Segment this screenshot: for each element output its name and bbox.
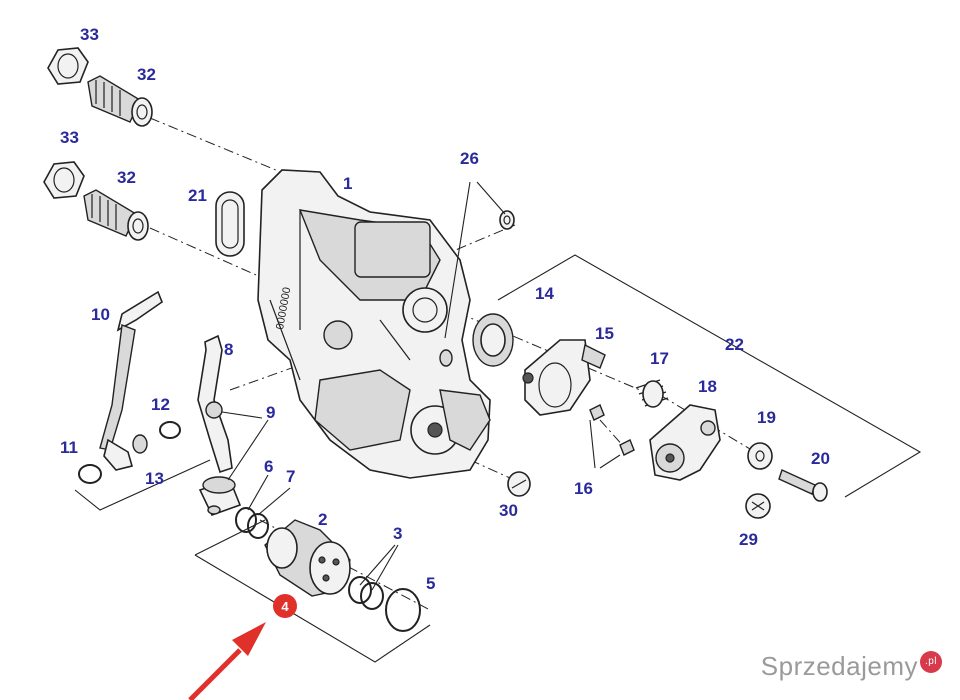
bushing-9 <box>198 476 242 516</box>
group-brackets <box>74 254 922 663</box>
flange-15 <box>522 339 606 416</box>
callout-9: 9 <box>266 403 275 422</box>
lever-housing-18 <box>649 404 721 481</box>
leader-lines <box>221 181 621 591</box>
callout-4: 4 <box>281 599 289 614</box>
callout-11: 11 <box>60 438 78 457</box>
highlight-badge-4 <box>273 594 297 618</box>
spring-17 <box>635 379 669 408</box>
fitting-32-bottom <box>83 189 149 241</box>
o-rings-11-12 <box>78 421 181 484</box>
callout-32-bottom: 32 <box>117 168 136 187</box>
o-ring-5 <box>385 588 421 632</box>
callout-33-bottom: 33 <box>60 128 79 147</box>
callout-6: 6 <box>264 457 273 476</box>
callout-12: 12 <box>151 395 170 414</box>
callout-32-top: 32 <box>137 65 156 84</box>
nut-33-top <box>47 47 89 85</box>
callout-22: 22 <box>725 335 744 354</box>
callout-10: 10 <box>91 305 110 324</box>
callout-21: 21 <box>188 186 207 205</box>
callout-17: 17 <box>650 349 669 368</box>
rings-6-7 <box>235 507 269 539</box>
watermark-badge: .pl <box>920 651 942 673</box>
callout-20: 20 <box>811 449 830 468</box>
callout-labels: 33 32 33 32 21 1 26 14 15 17 22 18 19 20… <box>60 25 830 593</box>
o-rings-3 <box>348 576 384 610</box>
callout-18: 18 <box>698 377 717 396</box>
watermark-brand: Sprzedajemy <box>760 651 918 681</box>
spool-cartridge-2 <box>264 519 351 597</box>
seal-26 <box>439 210 515 367</box>
callout-2: 2 <box>318 510 327 529</box>
callout-1: 1 <box>343 174 352 193</box>
callout-14: 14 <box>535 284 554 303</box>
center-lines <box>149 117 761 611</box>
nut-33-bottom <box>43 161 85 199</box>
gasket-21 <box>215 191 245 257</box>
callout-5: 5 <box>426 574 435 593</box>
screws-16 <box>589 404 635 456</box>
plate-29 <box>745 493 771 519</box>
callout-29: 29 <box>739 530 758 549</box>
seal-ring-14 <box>472 313 514 367</box>
callout-7: 7 <box>286 467 295 486</box>
washer-19 <box>747 442 773 470</box>
valve-housing-1 <box>257 169 491 479</box>
callout-19: 19 <box>757 408 776 427</box>
callout-15: 15 <box>595 324 614 343</box>
fitting-32-top <box>87 75 153 127</box>
callout-26: 26 <box>460 149 479 168</box>
bolt-20 <box>778 469 828 502</box>
callout-16: 16 <box>574 479 593 498</box>
handle-lever-10 <box>99 290 163 471</box>
callout-33-top: 33 <box>80 25 99 44</box>
callout-30: 30 <box>499 501 518 520</box>
callout-13: 13 <box>145 469 164 488</box>
watermark: Sprzedajemy.pl <box>761 651 942 682</box>
callout-8: 8 <box>224 340 233 359</box>
highlight-arrow <box>188 622 266 700</box>
lever-8 <box>197 334 233 474</box>
callout-3: 3 <box>393 524 402 543</box>
plug-30 <box>507 471 531 497</box>
